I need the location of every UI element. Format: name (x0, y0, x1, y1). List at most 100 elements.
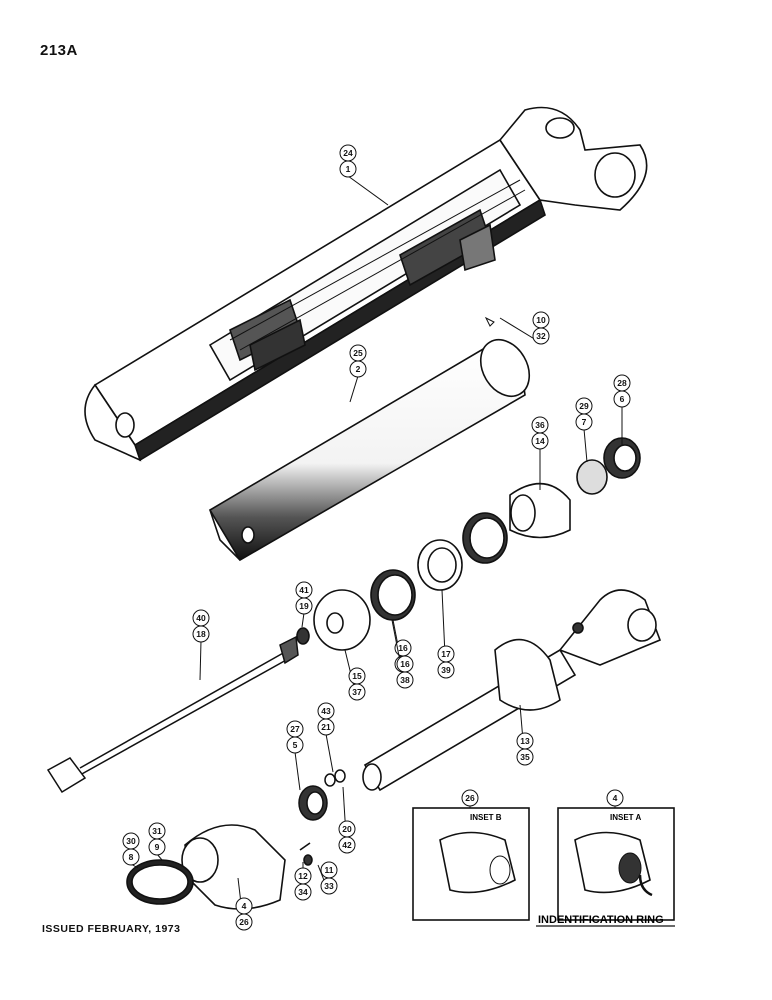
callout-number: 2 (356, 364, 361, 374)
piston-seals (298, 769, 346, 821)
callout-number: 30 (126, 836, 136, 846)
callout-number: 15 (352, 671, 362, 681)
callout-number: 13 (520, 736, 530, 746)
callout-circle (437, 661, 455, 679)
callout-circle (339, 160, 357, 178)
callout-number: 42 (342, 840, 352, 850)
callout-number: 34 (298, 887, 308, 897)
tie-rod (46, 635, 299, 794)
callout-number: 40 (196, 613, 206, 623)
svg-text:26: 26 (465, 793, 475, 803)
callout-leader-line (349, 375, 359, 403)
callout-number: 18 (196, 629, 206, 639)
inset-a-callout: 4 (606, 789, 624, 808)
callout-40-18: 40 18 (192, 609, 210, 681)
inset-b-title: INSET B (470, 813, 502, 822)
callout-circle (122, 848, 140, 866)
callout-circle (192, 625, 210, 643)
svg-text:4: 4 (613, 793, 618, 803)
callout-circle (532, 327, 550, 345)
callout-circle (295, 597, 313, 615)
callout-number: 39 (441, 665, 451, 675)
callout-number: 41 (299, 585, 309, 595)
callout-leader-line (199, 640, 202, 681)
callout-30-8: 30 8 (122, 832, 140, 869)
callout-24-1: 241 (339, 144, 389, 206)
callout-number: 28 (617, 378, 627, 388)
callout-number: 8 (129, 852, 134, 862)
callout-number: 16 (398, 643, 408, 653)
callout-circle (396, 671, 414, 689)
inset-a-title: INSET A (610, 813, 641, 822)
callout-circle (286, 736, 304, 754)
cylinder-tube (208, 338, 531, 562)
callout-number: 31 (152, 826, 162, 836)
callout-number: 36 (535, 420, 545, 430)
callout-12-34: 12 34 (294, 862, 312, 901)
callout-number: 19 (299, 601, 309, 611)
seal-rings (296, 437, 641, 651)
callout-circle (235, 913, 253, 931)
callout-number: 6 (620, 394, 625, 404)
callout-number: 38 (400, 675, 410, 685)
callout-number: 27 (290, 724, 300, 734)
callout-number: 5 (293, 740, 298, 750)
callout-leader-line (325, 733, 334, 773)
callout-circle (531, 432, 549, 450)
callout-circle (613, 390, 631, 408)
inset-b-callout: 26 (461, 789, 479, 808)
callout-number: 32 (536, 331, 546, 341)
callout-number: 29 (579, 401, 589, 411)
inset-b: INSET B (412, 807, 530, 921)
callout-number: 33 (324, 881, 334, 891)
callout-circle (349, 360, 367, 378)
callout-circle (320, 877, 338, 895)
callout-leader-line (294, 751, 301, 791)
callout-number: 11 (325, 865, 334, 875)
assembled-cylinder (84, 106, 648, 462)
callout-number: 21 (321, 722, 331, 732)
identification-ring-label: INDENTIFICATION RING (538, 914, 664, 926)
callout-4-26: 4 26 (235, 877, 253, 931)
callout-number: 10 (536, 315, 546, 325)
callout-number: 25 (353, 348, 363, 358)
callout-circle (317, 718, 335, 736)
callout-number: 16 (400, 659, 410, 669)
callout-31-9: 319 (148, 822, 166, 861)
page-number: 213A (40, 42, 78, 59)
callout-29-7: 29 7 (575, 397, 593, 463)
gland-and-ring (126, 824, 313, 910)
callout-number: 7 (582, 417, 587, 427)
callout-28-6: 28 6 (613, 374, 631, 445)
callout-number: 4 (242, 901, 247, 911)
screw-part-10 (484, 316, 495, 327)
callout-number: 17 (441, 649, 451, 659)
callout-circle (516, 748, 534, 766)
callout-circle (148, 838, 166, 856)
callout-leader-line (301, 612, 305, 628)
callout-circle (348, 683, 366, 701)
callout-group: 2412521032286297361441194018163817391638… (122, 144, 631, 931)
callout-circle (575, 413, 593, 431)
callout-27-5: 27 5 (286, 720, 304, 791)
inset-a: INSET A (557, 807, 675, 921)
callout-leader-line (583, 428, 588, 463)
callout-number: 37 (352, 687, 362, 697)
callout-number: 26 (239, 917, 249, 927)
callout-number: 12 (298, 871, 308, 881)
callout-circle (294, 883, 312, 901)
callout-number: 20 (342, 824, 352, 834)
callout-11-33: 11 33 (317, 861, 338, 895)
callout-number: 1 (346, 164, 351, 174)
callout-25-2: 25 2 (349, 344, 367, 403)
callout-number: 14 (535, 436, 545, 446)
callout-41-19: 41 19 (295, 581, 313, 628)
issue-date: ISSUED FEBRUARY, 1973 (42, 923, 181, 935)
